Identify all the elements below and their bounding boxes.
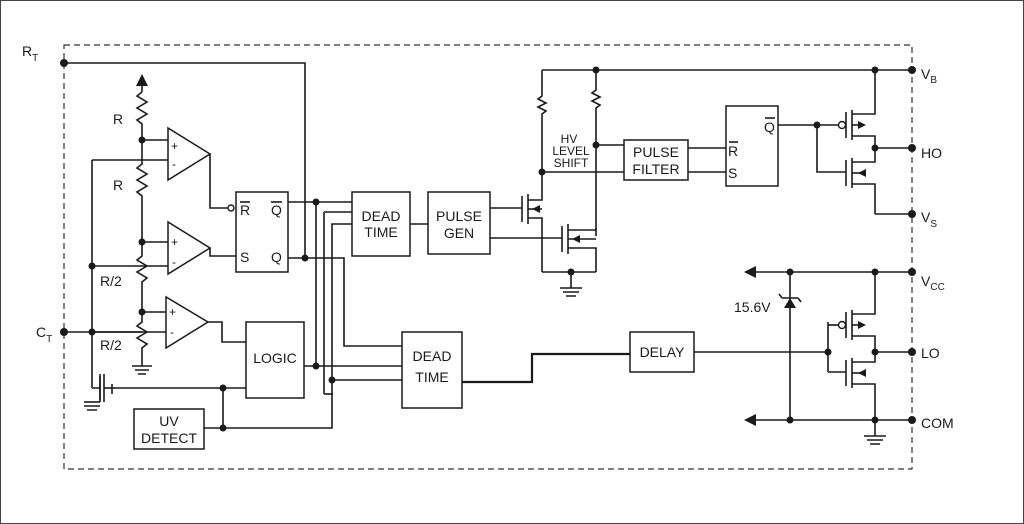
svg-text:DETECT: DETECT	[141, 430, 197, 446]
svg-text:DEAD: DEAD	[362, 208, 401, 224]
svg-text:GEN: GEN	[444, 225, 474, 241]
svg-text:+: +	[171, 235, 178, 249]
svg-text:R: R	[728, 143, 738, 159]
svg-text:COM: COM	[921, 415, 954, 431]
dead-time-block-upper: DEAD TIME	[351, 191, 411, 257]
comparator-lower: + -	[165, 295, 210, 350]
pin-rt: RT	[22, 43, 68, 67]
comparator-middle: + -	[167, 220, 212, 276]
pulse-filter-block: PULSE FILTER	[623, 139, 689, 181]
pin-vcc: VCC	[908, 268, 945, 293]
svg-text:LEVEL: LEVEL	[552, 144, 590, 158]
svg-text:HO: HO	[921, 145, 942, 161]
high-side-latch: R S Q	[725, 105, 779, 187]
dead-time-block-lower: DEAD TIME	[401, 331, 463, 409]
svg-text:-: -	[170, 325, 174, 339]
pin-ct: CT	[36, 324, 68, 345]
reference-arrow	[136, 74, 148, 92]
svg-text:LOGIC: LOGIC	[253, 350, 297, 366]
comparator-upper: + -	[167, 126, 212, 182]
resistor-ladder: R R R/2 R/2	[100, 91, 152, 375]
pin-com: COM	[908, 415, 954, 431]
pin-vb: VB	[908, 66, 937, 86]
svg-text:UV: UV	[159, 413, 179, 429]
svg-text:Q: Q	[271, 249, 282, 265]
svg-text:PULSE: PULSE	[436, 208, 482, 224]
svg-text:VB: VB	[921, 66, 937, 86]
svg-text:PULSE: PULSE	[633, 144, 679, 160]
high-side-output-stage	[845, 70, 876, 214]
svg-text:DELAY: DELAY	[640, 344, 686, 360]
pin-ho: HO	[908, 144, 942, 161]
svg-text:+: +	[171, 139, 178, 153]
svg-text:R: R	[240, 202, 250, 218]
svg-text:S: S	[728, 165, 737, 181]
chip-boundary	[63, 44, 913, 470]
low-side-output-stage	[845, 272, 876, 420]
svg-text:SHIFT: SHIFT	[554, 156, 589, 170]
svg-text:VCC: VCC	[921, 273, 945, 293]
svg-text:VS: VS	[921, 209, 937, 230]
svg-text:HV: HV	[561, 132, 578, 146]
pin-vs: VS	[908, 209, 937, 230]
pin-lo: LO	[908, 345, 940, 361]
level-shift-transistor-1	[521, 172, 543, 272]
svg-text:CT: CT	[36, 324, 52, 345]
resistor-r3-label: R/2	[100, 273, 122, 289]
level-shift-transistor-2	[561, 224, 597, 272]
svg-text:-: -	[172, 157, 176, 171]
discharge-transistor	[84, 374, 116, 411]
resistor-r4-label: R/2	[100, 337, 122, 353]
svg-text:TIME: TIME	[364, 224, 397, 240]
vcc-rail	[744, 266, 912, 278]
svg-text:FILTER: FILTER	[632, 161, 679, 177]
svg-text:DEAD: DEAD	[413, 348, 452, 364]
svg-text:S: S	[240, 249, 249, 265]
svg-text:15.6V: 15.6V	[734, 299, 771, 315]
pulse-gen-block: PULSE GEN	[427, 191, 491, 255]
svg-text:LO: LO	[921, 345, 940, 361]
hv-level-shift-label: HV LEVEL SHIFT	[552, 132, 590, 170]
resistor-r2-label: R	[113, 177, 123, 193]
uv-detect-block: UV DETECT	[133, 408, 205, 450]
svg-text:Q: Q	[271, 202, 282, 218]
svg-text:-: -	[172, 255, 176, 269]
svg-text:+: +	[169, 305, 176, 319]
sr-flipflop: R S Q Q	[235, 191, 289, 273]
logic-block: LOGIC	[245, 321, 305, 399]
delay-block: DELAY	[629, 331, 695, 373]
svg-text:Q: Q	[764, 119, 775, 135]
zener-diode: 15.6V	[734, 272, 802, 420]
svg-text:TIME: TIME	[415, 369, 448, 385]
resistor-r1-label: R	[113, 111, 123, 127]
svg-text:RT: RT	[22, 43, 38, 64]
com-rail	[744, 414, 912, 426]
